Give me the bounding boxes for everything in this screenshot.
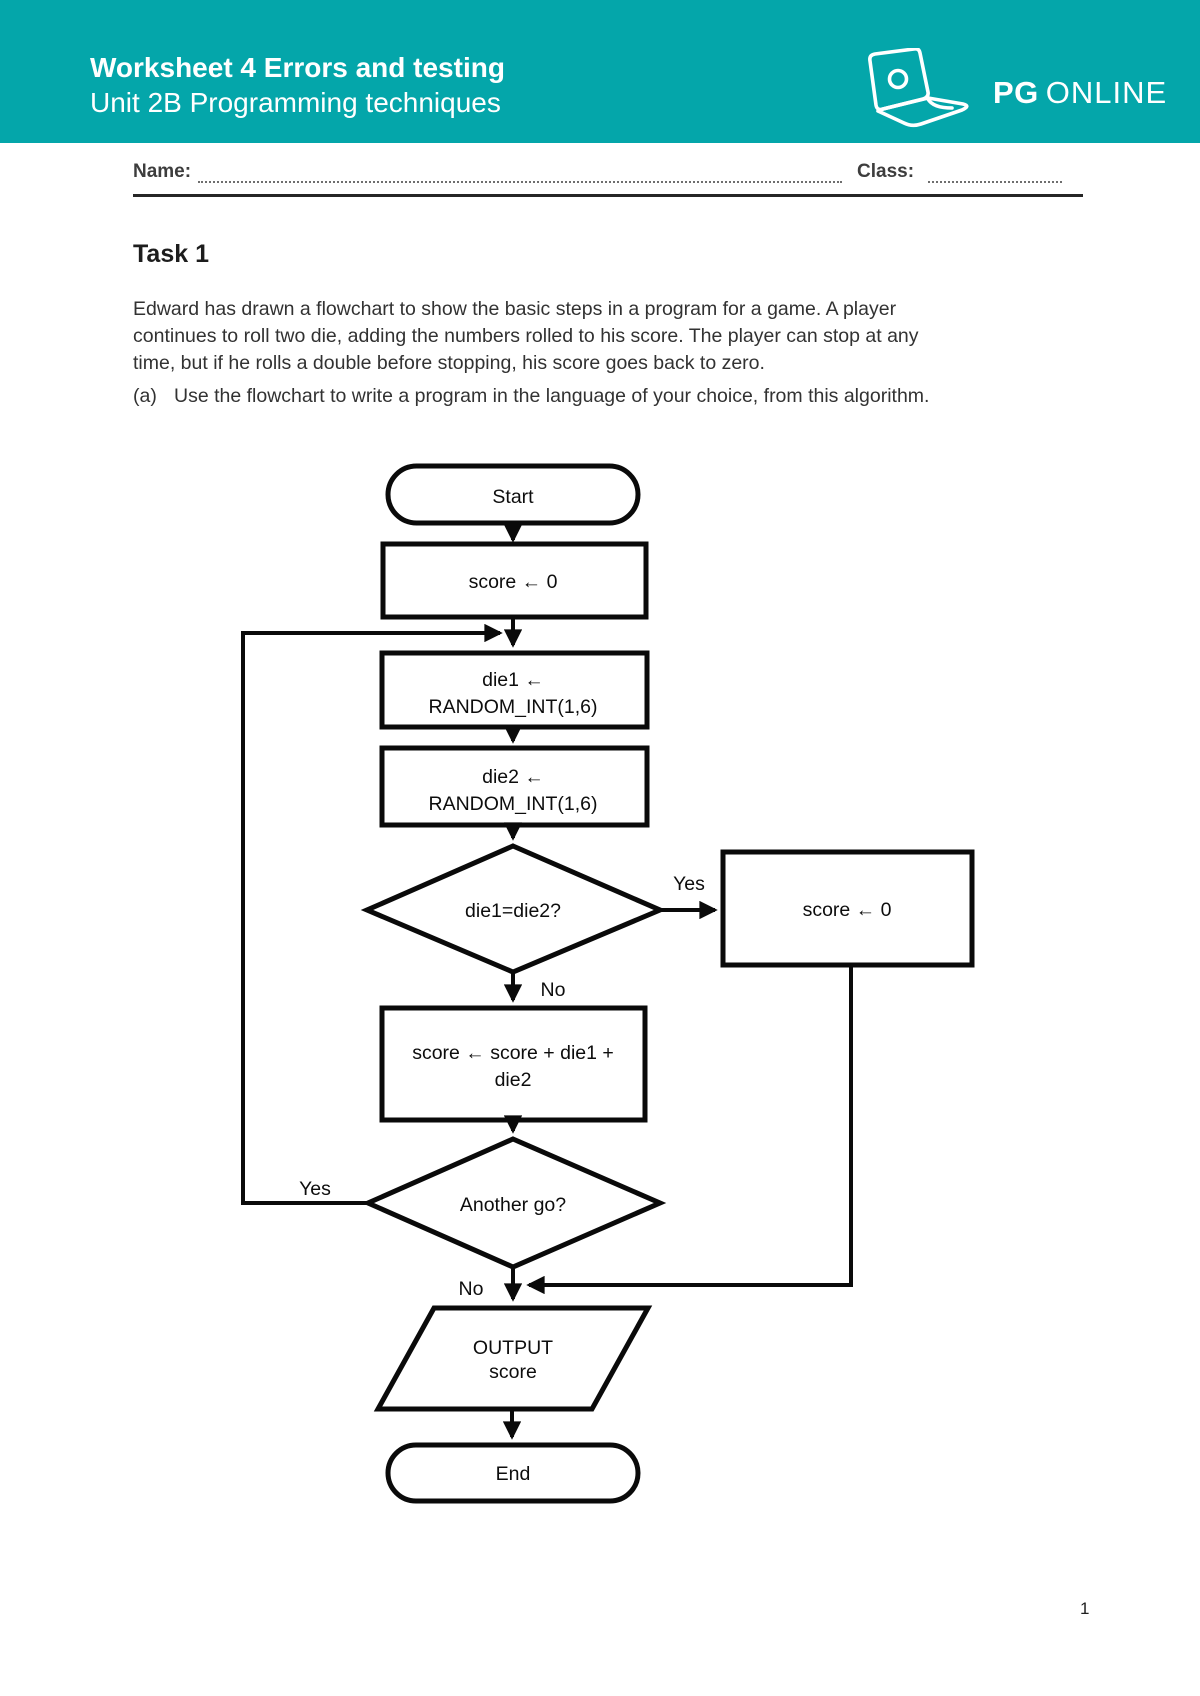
die2-label-line1: die2 ← — [482, 766, 544, 788]
class-write-line — [928, 157, 1062, 183]
worksheet-title: Worksheet 4 Errors and testing — [90, 52, 505, 83]
brand-online: ONLINE — [1045, 75, 1168, 110]
item-a-text: Use the flowchart to write a program in … — [174, 385, 930, 407]
init-score-label: score ← 0 — [469, 571, 558, 593]
output-label-line2: score — [489, 1361, 537, 1383]
task-heading: Task 1 — [133, 240, 209, 268]
start-terminator-shape — [385, 463, 641, 526]
laptop-icon — [868, 48, 969, 128]
decision2-no-label: No — [459, 1278, 484, 1300]
reset-return-line — [526, 965, 853, 1295]
end-label: End — [496, 1463, 531, 1485]
die1-box-shape — [379, 650, 650, 730]
die2-label-line2: RANDOM_INT(1,6) — [428, 793, 597, 815]
worksheet-subtitle: Unit 2B Programming techniques — [90, 87, 501, 118]
name-label: Name: — [133, 161, 192, 182]
header-titles: Worksheet 4 Errors and testing Unit 2B P… — [90, 50, 505, 120]
decision1-no-label: No — [541, 979, 566, 1001]
accumulate-label-line1: score ← score + die1 + — [412, 1042, 614, 1064]
task-description-line: time, but if he rolls a double before st… — [133, 352, 765, 374]
header-band: Worksheet 4 Errors and testing Unit 2B P… — [0, 0, 1200, 143]
flowchart: Start score ← 0 die1 ← RANDOM_INT(1,6) d… — [241, 463, 975, 1504]
decision1-label: die1=die2? — [465, 900, 561, 922]
decision2-yes-label: Yes — [299, 1178, 331, 1200]
loop-back-line-yes — [241, 623, 503, 1205]
init-score-box-shape — [380, 541, 649, 620]
class-label: Class: — [857, 161, 915, 182]
brand-pg: PG — [993, 75, 1039, 110]
task-item-a: (a) Use the flowchart to write a program… — [133, 385, 929, 408]
decision2-label: Another go? — [460, 1194, 566, 1216]
die2-box-shape — [379, 745, 650, 828]
task-description: Edward has drawn a flowchart to show the… — [133, 296, 919, 377]
reset-score-box-shape — [720, 849, 975, 968]
reset-score-label: score ← 0 — [803, 899, 892, 921]
accumulate-label-line2: die2 — [495, 1069, 532, 1091]
die1-label-line1: die1 ← — [482, 669, 544, 691]
name-write-line — [198, 157, 842, 183]
accumulate-score-box-shape — [379, 1005, 648, 1123]
task-description-line: Edward has drawn a flowchart to show the… — [133, 298, 897, 320]
header-rule — [133, 194, 1083, 197]
decision1-yes-label: Yes — [673, 873, 705, 895]
output-label-line1: OUTPUT — [473, 1337, 553, 1359]
die1-label-line2: RANDOM_INT(1,6) — [428, 696, 597, 718]
start-label: Start — [492, 486, 534, 508]
end-terminator-shape — [385, 1442, 641, 1504]
decision1-diamond-shape — [360, 843, 667, 975]
decision2-diamond-shape — [361, 1136, 667, 1270]
output-parallelogram-shape — [373, 1305, 653, 1412]
item-a-marker: (a) — [133, 385, 157, 407]
task-description-line: continues to roll two die, adding the nu… — [133, 325, 919, 347]
page-number: 1 — [1080, 1599, 1090, 1618]
